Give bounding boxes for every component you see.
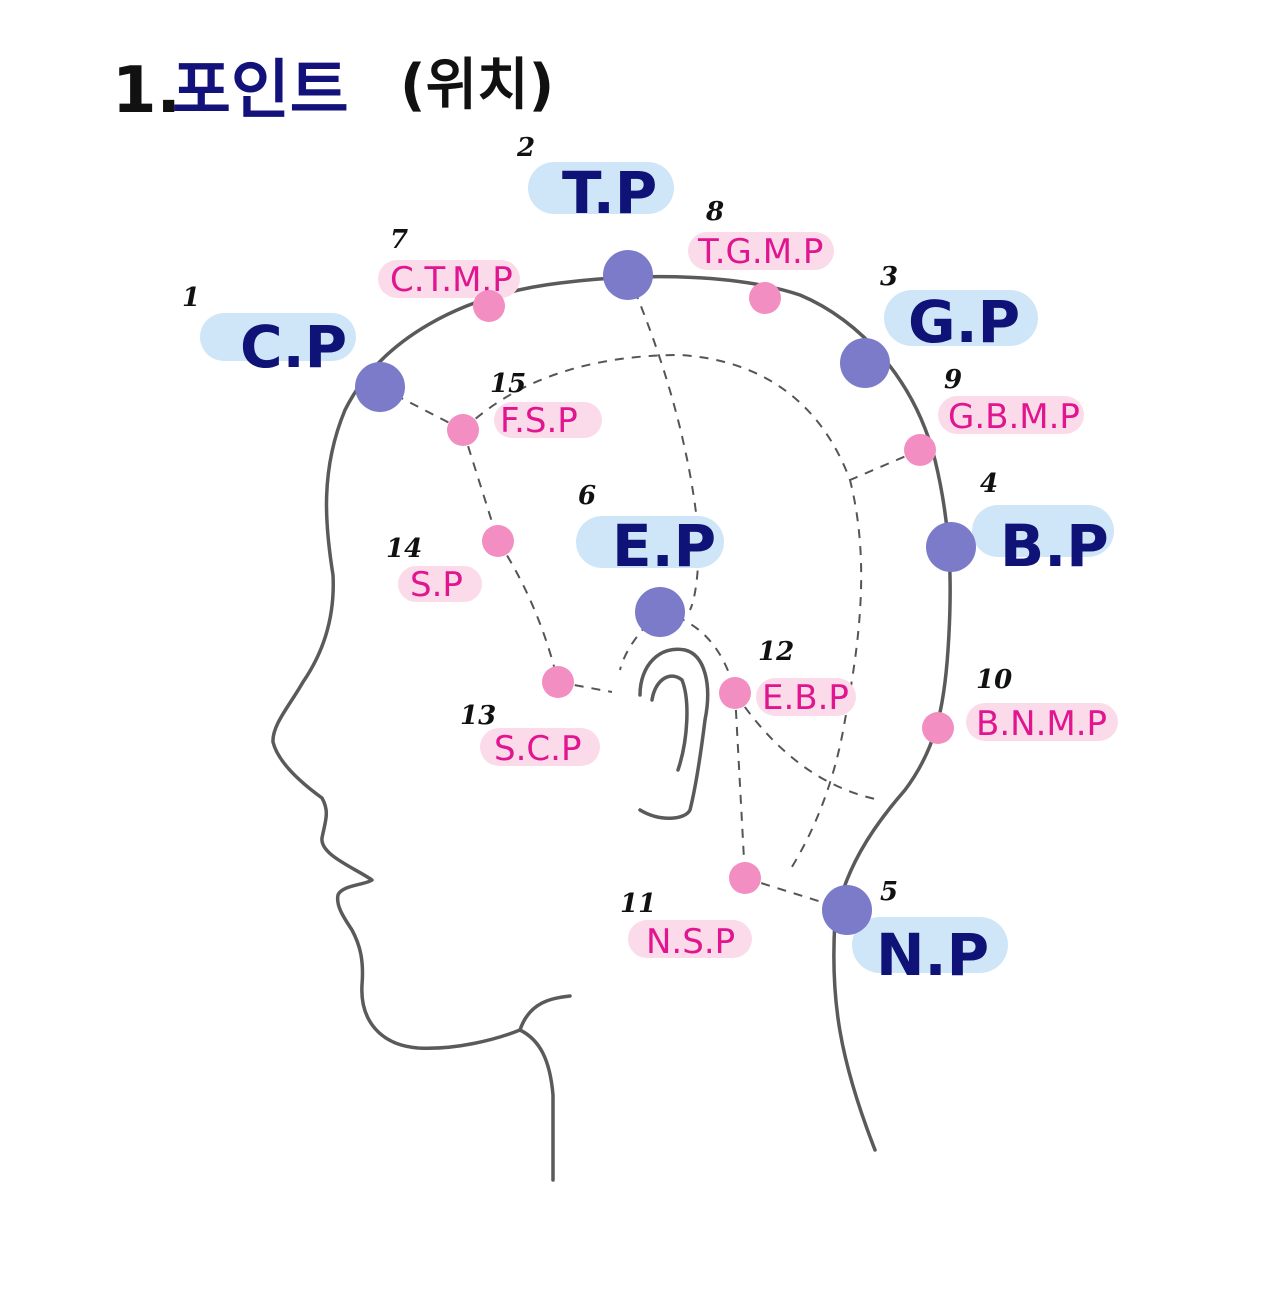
ebp-highlight — [756, 678, 856, 716]
title-sub: (위치) — [400, 53, 554, 118]
sub-point-gbmp: G.B.M.P 9 — [904, 365, 1084, 466]
main-point-np: N.P 5 — [822, 877, 1008, 989]
tp-marker — [603, 250, 653, 300]
neck-line — [518, 994, 572, 1032]
sub-point-bnmp: B.N.M.P 10 — [922, 665, 1118, 744]
scp-marker — [542, 666, 574, 698]
sub-point-ctmp: C.T.M.P 7 — [378, 225, 520, 322]
sp-marker — [482, 525, 514, 557]
cp-number: 1 — [182, 283, 200, 313]
ebp-marker — [719, 677, 751, 709]
ep-number: 6 — [578, 481, 596, 511]
tp-number: 2 — [516, 133, 535, 163]
sub-point-ebp: E.B.P 12 — [719, 637, 856, 718]
guide-tp-ep — [627, 274, 700, 611]
np-label: N.P — [876, 921, 989, 989]
main-point-bp: B.P 4 — [926, 469, 1114, 580]
main-point-ep: E.P 6 — [576, 481, 724, 637]
ep-highlight — [576, 516, 724, 568]
scp-number: 13 — [460, 701, 496, 731]
gp-marker — [840, 338, 890, 388]
ear-inner — [650, 674, 689, 772]
tp-label: T.P — [562, 159, 657, 227]
sub-point-fsp: F.S.P 15 — [447, 369, 602, 446]
sp-number: 14 — [386, 534, 422, 564]
bp-highlight — [972, 505, 1114, 557]
nsp-number: 11 — [620, 889, 656, 919]
tgmp-label: T.G.M.P — [697, 232, 823, 272]
guide-fsp-sp — [462, 429, 499, 542]
guide-sp-scp — [497, 540, 559, 683]
ctmp-number: 7 — [390, 225, 408, 255]
sub-points: C.T.M.P 7 T.G.M.P 8 G.B.M.P 9 B.N.M.P 10… — [378, 197, 1118, 962]
sub-point-scp: S.C.P 13 — [460, 666, 600, 769]
ear-outer — [638, 647, 710, 820]
guide-ebp-back — [734, 692, 881, 801]
gbmp-number: 9 — [944, 365, 962, 395]
ctmp-highlight — [378, 260, 520, 298]
gbmp-marker — [904, 434, 936, 466]
title-main: 포인트 — [172, 54, 349, 128]
gp-number: 3 — [880, 262, 898, 292]
np-number: 5 — [880, 877, 898, 907]
tgmp-marker — [749, 282, 781, 314]
tgmp-highlight — [688, 232, 834, 270]
cp-highlight — [200, 313, 356, 361]
gbmp-label: G.B.M.P — [948, 397, 1080, 437]
bnmp-number: 10 — [976, 665, 1012, 695]
sub-point-sp: S.P 14 — [386, 525, 514, 605]
guide-gbmp-corner — [849, 449, 921, 481]
gbmp-highlight — [938, 396, 1084, 434]
head-outline — [271, 274, 952, 1182]
nsp-highlight — [628, 920, 752, 958]
ctmp-marker — [473, 290, 505, 322]
scp-label: S.C.P — [494, 729, 581, 769]
guide-fsp-gbmp-arc — [462, 353, 863, 871]
scp-highlight — [480, 728, 600, 766]
gp-highlight — [884, 290, 1038, 346]
tp-highlight — [528, 162, 674, 214]
main-points: C.P 1 T.P 2 G.P 3 B.P 4 N.P 5 — [182, 133, 1114, 989]
np-marker — [822, 885, 872, 935]
fsp-highlight — [494, 402, 602, 438]
bp-label: B.P — [1000, 512, 1109, 580]
main-point-cp: C.P 1 — [182, 283, 405, 412]
guide-ebp-nsp — [734, 692, 746, 879]
np-highlight — [852, 917, 1008, 973]
tgmp-number: 8 — [705, 197, 724, 227]
ebp-label: E.B.P — [762, 678, 849, 718]
bnmp-marker — [922, 712, 954, 744]
cp-label: C.P — [240, 313, 347, 381]
sub-point-nsp: N.S.P 11 — [620, 862, 761, 962]
ep-marker — [635, 587, 685, 637]
bp-number: 4 — [980, 469, 998, 499]
sub-point-tgmp: T.G.M.P 8 — [688, 197, 834, 314]
title-number: 1. — [112, 54, 181, 128]
bnmp-highlight — [966, 703, 1118, 741]
cp-marker — [355, 362, 405, 412]
head-profile-line — [271, 274, 952, 1182]
title: 1. 포인트 (위치) — [112, 53, 554, 128]
sp-label: S.P — [410, 565, 463, 605]
fsp-label: F.S.P — [500, 401, 578, 441]
ep-label: E.P — [612, 512, 716, 580]
gp-label: G.P — [908, 288, 1020, 356]
main-point-tp: T.P 2 — [516, 133, 674, 300]
nsp-marker — [729, 862, 761, 894]
ebp-number: 12 — [758, 637, 794, 667]
main-point-gp: G.P 3 — [840, 262, 1038, 388]
bp-marker — [926, 522, 976, 572]
fsp-marker — [447, 414, 479, 446]
sp-highlight — [398, 566, 482, 602]
fsp-number: 15 — [490, 369, 526, 399]
nsp-label: N.S.P — [646, 922, 735, 962]
bnmp-label: B.N.M.P — [976, 704, 1107, 744]
